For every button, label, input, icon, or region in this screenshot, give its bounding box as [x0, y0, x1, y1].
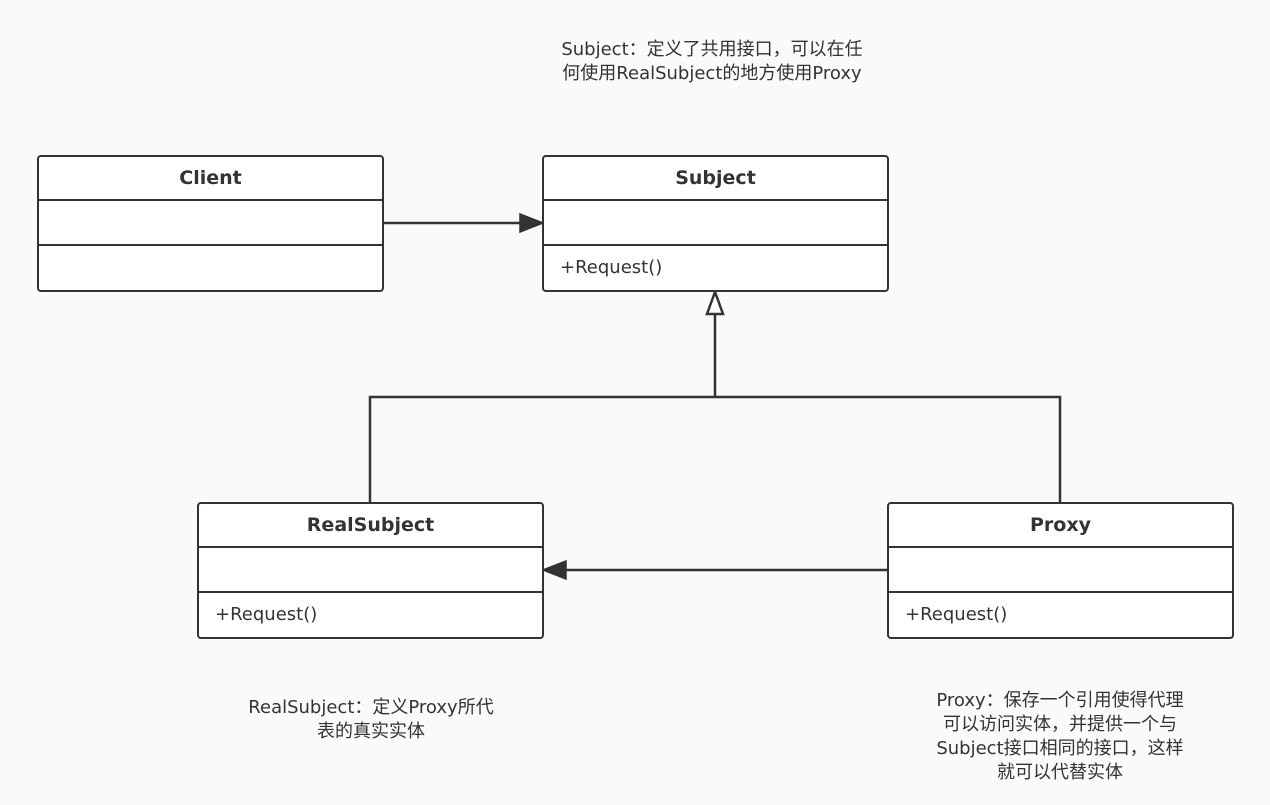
realsubject-class-attributes: [199, 548, 542, 593]
proxy-note-line: Subject接口相同的接口，这样: [936, 738, 1184, 759]
subject-class-name: Subject: [544, 157, 887, 201]
realsubject-generalization-line: [368, 395, 715, 502]
client-class-attributes: [39, 201, 382, 246]
realsubject-class[interactable]: RealSubject +Request(): [197, 502, 544, 639]
proxy-note-line: Proxy：保存一个引用使得代理: [936, 690, 1184, 711]
subject-class[interactable]: Subject +Request(): [542, 155, 889, 292]
proxy-generalization-line: [715, 395, 1062, 502]
proxy-note-line: 就可以代替实体: [997, 762, 1123, 783]
proxy-note: Proxy：保存一个引用使得代理 可以访问实体，并提供一个与 Subject接口…: [900, 689, 1220, 785]
realsubject-class-operations: +Request(): [215, 603, 318, 625]
proxy-class-attributes: [889, 548, 1232, 593]
realsubject-class-name: RealSubject: [199, 504, 542, 548]
realsubject-note-line: RealSubject：定义Proxy所代: [248, 697, 494, 718]
proxy-class-name: Proxy: [889, 504, 1232, 548]
realsubject-note-line: 表的真实实体: [317, 721, 425, 742]
client-to-subject-arrowhead: [519, 212, 546, 234]
client-class-name: Client: [39, 157, 382, 201]
subject-class-operations: +Request(): [560, 256, 663, 278]
proxy-class[interactable]: Proxy +Request(): [887, 502, 1234, 639]
client-class[interactable]: Client: [37, 155, 384, 292]
realsubject-note: RealSubject：定义Proxy所代 表的真实实体: [201, 696, 541, 744]
proxy-class-operations: +Request(): [905, 603, 1008, 625]
proxy-to-realsubject-arrowhead: [540, 559, 567, 581]
subject-note: Subject：定义了共用接口，可以在任 何使用RealSubject的地方使用…: [512, 38, 912, 86]
client-class-operations: [39, 246, 382, 288]
proxy-note-line: 可以访问实体，并提供一个与: [943, 714, 1177, 735]
generalization-hollow-triangle: [705, 288, 725, 316]
subject-note-line: 何使用RealSubject的地方使用Proxy: [562, 63, 862, 84]
subject-class-attributes: [544, 201, 887, 246]
subject-note-line: Subject：定义了共用接口，可以在任: [561, 39, 863, 60]
